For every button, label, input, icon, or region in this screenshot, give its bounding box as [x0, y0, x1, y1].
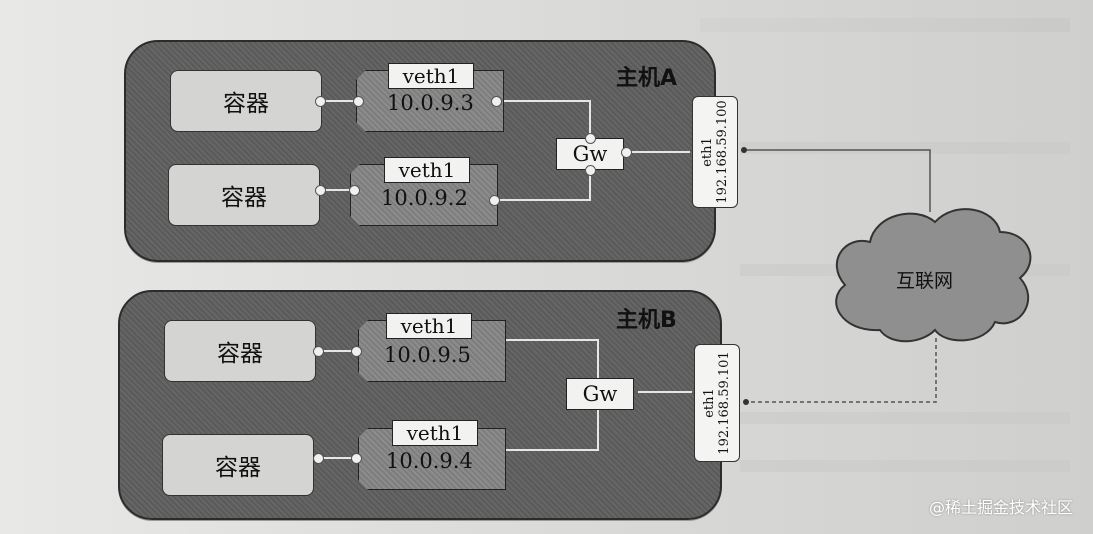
port-dot [349, 185, 360, 196]
veth-label-a2: veth1 [384, 157, 470, 183]
eth-ip-b: 192.168.59.101 [717, 351, 732, 455]
veth-label-a1: veth1 [388, 63, 474, 89]
eth-name-a: eth1 [700, 137, 715, 167]
background-print [740, 460, 1070, 472]
port-dot [313, 453, 324, 464]
eth-interface-a: eth1 192.168.59.100 [692, 96, 738, 208]
background-print [740, 412, 1070, 424]
eth-text-a: eth1 192.168.59.100 [700, 100, 730, 203]
gateway-b: Gw [566, 378, 634, 410]
port-dot [585, 165, 596, 176]
veth-label-b2: veth1 [392, 420, 478, 446]
ip-label-b1: 10.0.9.5 [384, 343, 471, 367]
port-dot [489, 195, 500, 206]
internet-cloud [835, 208, 1032, 343]
watermark: @稀土掘金技术社区 [928, 498, 1073, 517]
eth-text-b: eth1 192.168.59.101 [702, 351, 732, 454]
port-dot [353, 96, 364, 107]
container-b1: 容器 [164, 320, 316, 382]
host-b-label: 主机B [616, 308, 677, 333]
ip-label-a1: 10.0.9.3 [387, 91, 474, 115]
host-a-label: 主机A [616, 66, 678, 91]
veth-label-b1: veth1 [386, 313, 472, 339]
container-b2: 容器 [162, 434, 314, 496]
port-dot [315, 185, 326, 196]
port-dot [315, 96, 326, 107]
internet-label: 互联网 [896, 270, 954, 292]
ip-label-b2: 10.0.9.4 [386, 449, 473, 473]
ip-label-a2: 10.0.9.2 [381, 186, 468, 210]
port-dot [313, 346, 324, 357]
eth-name-b: eth1 [702, 388, 717, 418]
port-dot [621, 147, 632, 158]
container-a1: 容器 [170, 70, 322, 132]
eth-interface-b: eth1 192.168.59.101 [694, 344, 740, 462]
port-dot [491, 96, 502, 107]
port-dot [351, 453, 362, 464]
background-print [700, 18, 1070, 32]
container-a2: 容器 [168, 164, 320, 226]
port-dot [351, 346, 362, 357]
port-dot [585, 133, 596, 144]
eth-ip-a: 192.168.59.100 [715, 100, 730, 204]
background-print [740, 142, 1070, 154]
